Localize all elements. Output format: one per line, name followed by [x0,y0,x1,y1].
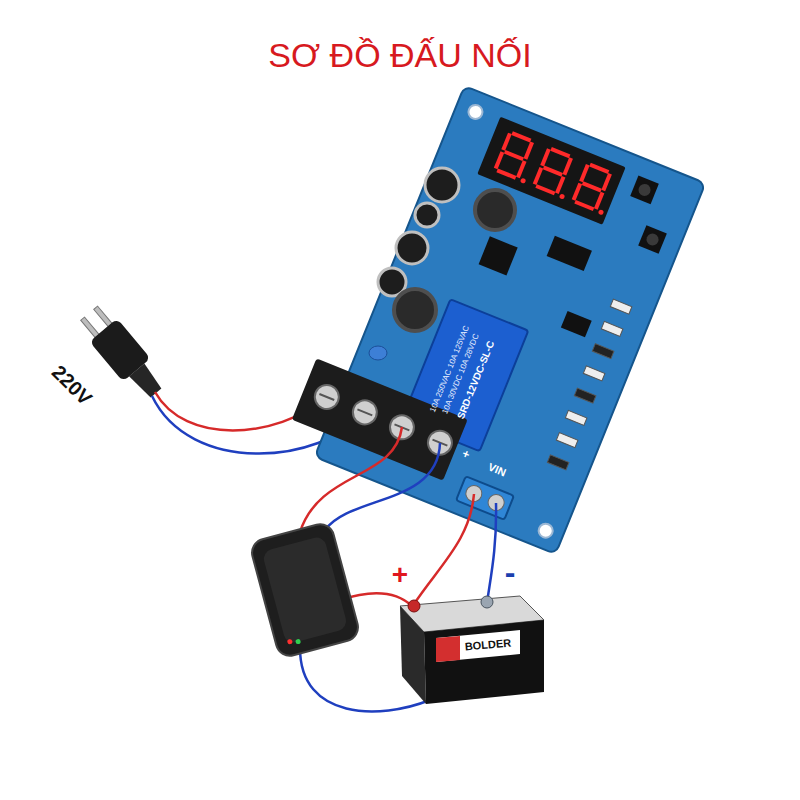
push-button-cap [645,232,661,248]
charger-panel [262,535,349,644]
electrolytic-capacitor [425,168,459,202]
battery-negative-post [481,596,493,608]
battery [400,596,544,704]
electrolytic-capacitor [396,232,428,264]
vin-terminal [456,476,514,520]
electrolytic-capacitor [415,203,439,227]
battery-sticker-stripe [436,636,460,662]
inductor [394,289,436,331]
voltage-label: 220V [48,361,95,408]
smd-resistor [583,366,605,381]
mounting-hole [537,522,555,540]
push-button [638,225,667,254]
plug-strain-relief [129,363,164,399]
display-digit [570,161,619,215]
smd-resistor [610,299,632,314]
polarity-mark: + [460,447,471,461]
battery-side [400,606,426,704]
polarity-mark: - [505,556,516,588]
brand-label: BOLDER [464,637,511,652]
polarity-mark: + [392,561,408,589]
smd-resistor [565,410,587,425]
regulator-chip [479,236,518,275]
mounting-hole [466,103,484,121]
red-wire [414,494,474,604]
red-wire [300,427,402,532]
smd-resistor [574,388,596,403]
smd-resistor [601,321,623,336]
charger [249,521,361,659]
vin-terminal-body [456,476,514,520]
pcb [315,86,706,554]
blue-wire [487,503,496,603]
smd-resistor [547,455,569,470]
ic-chip [547,236,592,271]
push-button-cap [637,182,653,198]
screw-slot [319,394,447,446]
display-digit [531,146,580,200]
pin-label: VIN [486,461,507,478]
battery-positive-post [408,600,420,612]
led [295,638,301,644]
push-button [630,176,659,205]
blue-wire [325,443,440,530]
display-digit [493,130,542,184]
inductor [475,190,515,230]
charger-body [249,521,361,659]
ceramic-capacitor [369,346,387,360]
battery-front [424,620,544,704]
smd-resistor [556,433,578,448]
led [287,639,293,645]
transistor [561,311,592,337]
battery-sticker [436,630,520,662]
control-board [282,73,705,554]
diagram-title: SƠ ĐỒ ĐẤU NỐI [0,38,800,72]
smd-resistor [592,344,614,359]
